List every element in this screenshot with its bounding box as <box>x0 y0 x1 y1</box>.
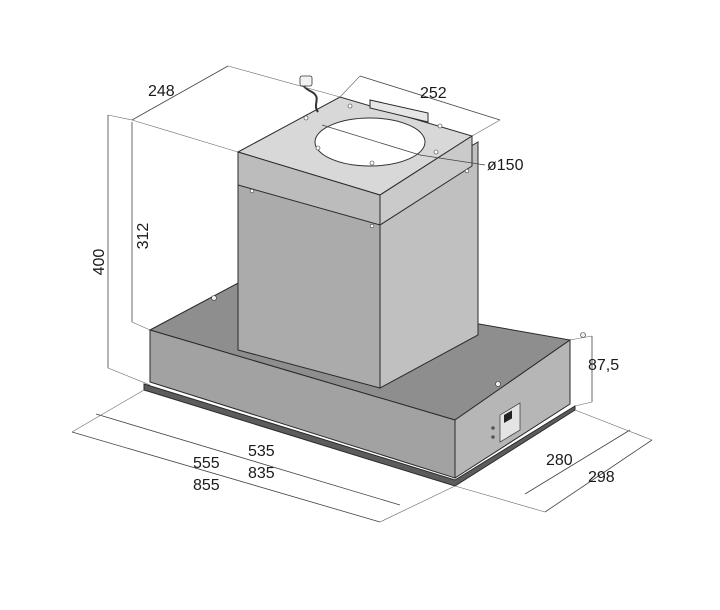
dim-line-depth-outer <box>544 439 653 513</box>
base-screw <box>495 381 501 387</box>
label-depth-inner: 280 <box>546 452 573 469</box>
ext-line <box>569 335 593 341</box>
ext-line <box>131 119 239 153</box>
ext-line <box>471 119 501 137</box>
label-width-outer-a: 555 <box>193 455 220 472</box>
label-depth-outer: 298 <box>588 469 615 486</box>
ext-line <box>71 389 145 433</box>
label-width-inner-a: 535 <box>248 443 275 460</box>
band-screw <box>249 188 255 194</box>
band-screw <box>464 168 470 174</box>
base-screw <box>211 295 217 301</box>
band-screw <box>369 223 375 229</box>
top-screw <box>347 103 353 109</box>
dim-line-diameter <box>321 124 421 156</box>
chimney-body <box>236 75 479 389</box>
ext-line <box>339 75 361 98</box>
duct-opening <box>314 117 426 167</box>
control-panel-plate <box>499 402 521 443</box>
power-cord <box>299 75 319 113</box>
dim-line-width-inner <box>95 413 401 506</box>
ext-line <box>574 401 593 407</box>
label-chimney-height: 312 <box>135 223 152 250</box>
dim-line-width-outer <box>71 431 381 523</box>
dimension-labels: 248 252 ø150 400 312 87,5 535 835 555 85… <box>91 83 619 494</box>
top-plate-side-band <box>379 135 473 226</box>
label-total-height: 400 <box>91 249 108 276</box>
label-top-depth: 248 <box>148 83 175 100</box>
label-top-width: 252 <box>420 85 447 102</box>
power-plug <box>299 75 313 87</box>
ext-line <box>227 65 341 98</box>
dim-line-depth-inner <box>524 429 631 495</box>
top-screw <box>369 160 375 166</box>
ext-line <box>131 321 151 331</box>
base-screw <box>580 332 586 338</box>
label-duct-diameter: ø150 <box>487 157 524 174</box>
dim-line-top-width <box>359 75 501 121</box>
dim-line-top-depth <box>131 65 229 121</box>
label-width-outer-b: 855 <box>193 477 220 494</box>
control-panel <box>491 402 521 443</box>
label-base-height: 87,5 <box>588 357 619 374</box>
control-led <box>491 435 495 439</box>
ext-line <box>107 367 151 386</box>
label-width-inner-b: 835 <box>248 465 275 482</box>
ext-line <box>454 485 546 513</box>
top-screw <box>315 145 321 151</box>
ext-line <box>574 409 653 441</box>
ext-line <box>107 114 133 121</box>
dimension-lines <box>71 65 653 523</box>
leader-line <box>419 154 486 166</box>
ext-line <box>379 485 456 523</box>
control-led <box>491 426 495 430</box>
mounting-bracket <box>369 99 429 123</box>
top-screw <box>437 123 443 129</box>
control-switch <box>504 410 512 424</box>
top-screw <box>303 115 309 121</box>
top-screw <box>433 149 439 155</box>
